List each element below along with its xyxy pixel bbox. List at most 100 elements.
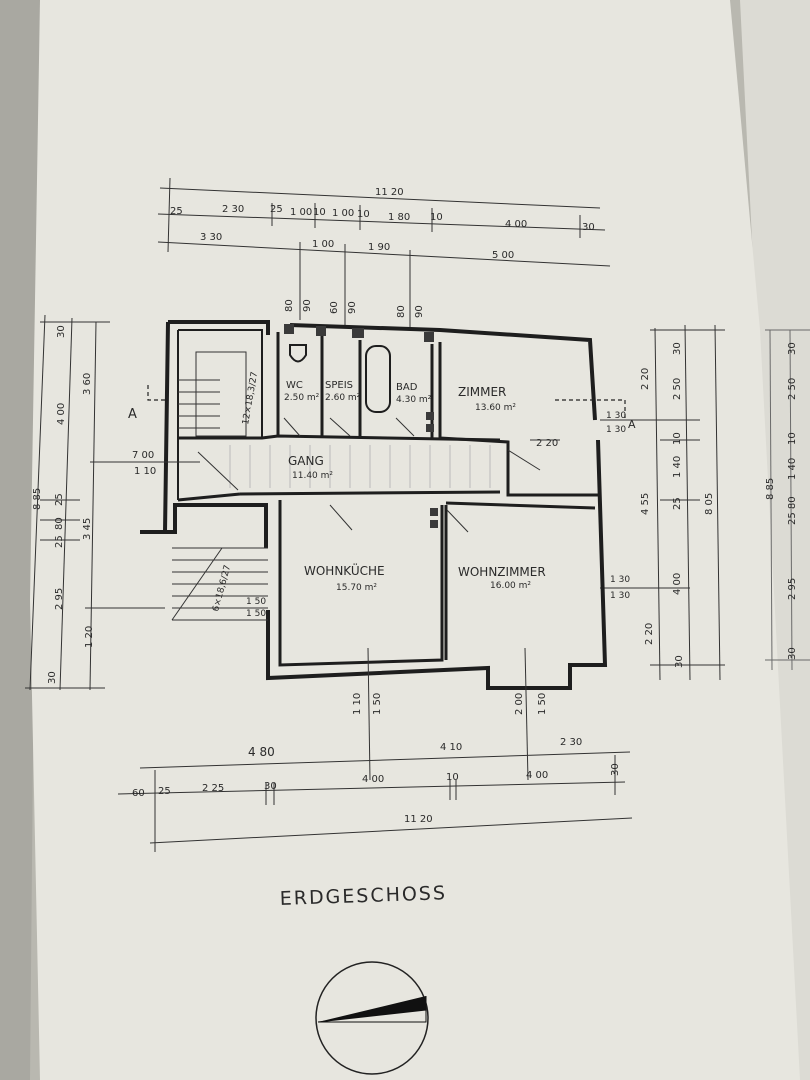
room-zimmer-name: ZIMMER: [458, 385, 506, 399]
dim-top-r2-1: 1 00: [312, 239, 334, 250]
top-dimension-labels: 11 20 25 2 30 25 1 00 10 1 00 10 1 80 10…: [170, 187, 595, 318]
left-dimension-lines: [25, 314, 165, 691]
dim-right-9: 2 20: [644, 623, 655, 645]
north-arrow-icon: [315, 961, 429, 1075]
dim-top-r1-8: 10: [430, 212, 443, 223]
right-sheet: [740, 0, 810, 1080]
dim-top-r1-3: 1 00: [290, 207, 312, 218]
left-dimension-labels: 30 4 00 3 60 8 85 25 80 25 3 45 2 95 1 2…: [32, 325, 95, 684]
bottom-dimension-labels: 4 80 4 10 2 30 60 25 2 25 30 10 30 11 20…: [132, 693, 621, 825]
section-label-right: A: [628, 418, 636, 431]
dim-top-r1-7: 1 80: [388, 212, 410, 223]
room-labels: WC 2.50 m² SPEIS 2.60 m² BAD 4.30 m² ZIM…: [284, 380, 546, 593]
room-speis-area: 2.60 m²: [325, 393, 361, 403]
svg-text:30: 30: [787, 647, 798, 660]
dim-left-8: 2 95: [54, 588, 65, 610]
dim-right-8: 4 00: [672, 573, 683, 595]
dim-bot-open-3: 1 50: [537, 693, 548, 715]
dim-right-7: 8 05: [704, 493, 715, 515]
dim-left-3: 8 85: [32, 488, 43, 510]
dim-top-overall: 11 20: [375, 187, 404, 198]
room-wc-area: 2.50 m²: [284, 393, 320, 403]
dim-right-6: 4 55: [640, 493, 651, 515]
dim-top-open-3: 90: [347, 301, 358, 314]
room-wohnkueche-name: WOHNKÜCHE: [304, 562, 385, 578]
dim-left-7: 3 45: [82, 518, 93, 540]
svg-text:1 40: 1 40: [787, 458, 798, 480]
dim-top-open-5: 90: [414, 305, 425, 318]
dim-bot-open-2: 2 00: [514, 693, 525, 715]
dim-top-r1-10: 30: [582, 222, 595, 233]
svg-text:8 85: 8 85: [765, 478, 776, 500]
dim-top-r1-5: 1 00: [332, 208, 354, 219]
dim-bot-r2-0: 60: [132, 788, 145, 799]
dim-int-5: 1 30: [610, 591, 630, 601]
svg-text:2 95: 2 95: [787, 578, 798, 600]
right-sheet-labels: 30 2 50 10 1 40 8 85 25 80 2 95 30: [765, 342, 798, 660]
dim-int-6: 1 50: [246, 597, 266, 607]
dim-top-open-1: 90: [302, 299, 313, 312]
dim-bot-r2-4: 10: [446, 772, 459, 783]
svg-text:2 50: 2 50: [787, 378, 798, 400]
right-dimension-labels: 30 2 20 2 50 10 1 40 25 4 55 8 05 4 00 2…: [640, 342, 715, 668]
svg-text:25 80: 25 80: [787, 496, 798, 525]
dim-top-r1-2: 25: [270, 204, 283, 215]
dim-right-3: 10: [672, 432, 683, 445]
dim-left-6: 25: [54, 535, 65, 548]
room-bad-name: BAD: [396, 382, 418, 393]
room-wohnkueche-area: 15.70 m²: [336, 583, 377, 593]
dim-left-9: 1 20: [84, 626, 95, 648]
dim-bot-overall: 11 20: [404, 814, 433, 825]
room-zimmer-area: 13.60 m²: [475, 403, 516, 413]
dim-top-r1-4: 10: [313, 207, 326, 218]
right-dimension-lines: [600, 324, 725, 681]
dim-left-2: 3 60: [82, 373, 93, 395]
dim-top-r1-0: 25: [170, 206, 183, 217]
dim-right-5: 25: [672, 497, 683, 510]
room-wohnzimmer-name: WOHNZIMMER: [458, 565, 546, 579]
dim-left-4: 25: [54, 493, 65, 506]
dim-top-r2-0: 3 30: [200, 232, 222, 243]
left-shadow: [0, 0, 40, 1080]
dim-int-4: 1 30: [610, 575, 630, 585]
dim-right-10: 30: [674, 655, 685, 668]
dim-bot-open-0: 1 10: [352, 693, 363, 715]
dim-right-2: 2 50: [672, 378, 683, 400]
paper-sheet: [30, 0, 800, 1080]
dim-top-open-2: 60: [329, 301, 340, 314]
dim-bot-r2-5: 30: [610, 763, 621, 776]
interior-dimension-labels: 7 00 1 10 1 30 1 30 1 30 1 30 1 50 1 50 …: [132, 411, 630, 619]
dim-top-r2-3: 5 00: [492, 250, 514, 261]
dim-int-2: 1 30: [606, 411, 626, 421]
stairs: [171, 351, 268, 621]
dim-left-1: 4 00: [56, 403, 67, 425]
dim-bot-r2-2: 2 25: [202, 783, 224, 794]
dim-int-3: 1 30: [606, 425, 626, 435]
corridor-floor: [229, 445, 491, 488]
dim-right-1: 2 20: [640, 368, 651, 390]
room-wohnzimmer-area: 16.00 m²: [490, 581, 531, 591]
doors: [197, 417, 541, 533]
dim-top-r1-1: 2 30: [222, 204, 244, 215]
dim-bot-open-1: 1 50: [372, 693, 383, 715]
section-markers: [147, 385, 626, 420]
dim-int-7: 1 50: [246, 609, 266, 619]
dim-top-open-4: 80: [396, 305, 407, 318]
dim-right-4: 1 40: [672, 456, 683, 478]
dim-int-1: 1 10: [134, 466, 156, 477]
room-gang-name: GANG: [288, 454, 324, 468]
dim-left-0: 30: [56, 325, 67, 338]
dim-bot-r2-3: 30: [264, 781, 277, 792]
dim-bot-r2-1: 25: [158, 786, 171, 797]
dim-bot-span-1: 4 00: [526, 770, 548, 781]
dim-top-r1-6: 10: [357, 209, 370, 220]
wall-blocks: [284, 324, 438, 528]
dim-top-r1-9: 4 00: [505, 219, 527, 230]
dim-left-10: 30: [47, 671, 58, 684]
svg-text:30: 30: [787, 342, 798, 355]
section-label-left: A: [128, 407, 137, 422]
interior-dimension-lines: [90, 439, 560, 781]
dim-bot-r1-2: 2 30: [560, 737, 582, 748]
dim-bot-r1-0: 4 80: [248, 745, 275, 759]
